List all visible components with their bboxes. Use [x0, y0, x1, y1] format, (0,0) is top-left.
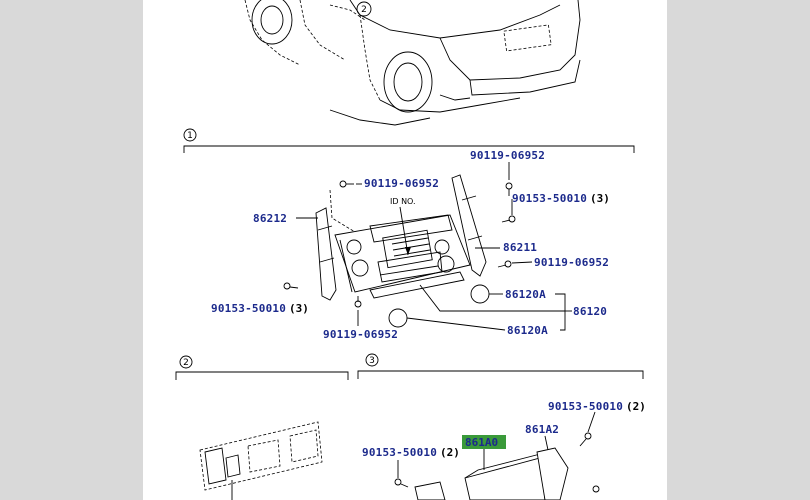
part-number-86211[interactable]: 86211 — [503, 241, 537, 254]
switch-panel — [199, 421, 323, 500]
part-number-90153-50010-right[interactable]: 90153-50010 — [512, 192, 587, 205]
left-bracket-86212 — [315, 207, 337, 301]
section-3: 3 861A0 90153-50010 (2) 861A2 — [357, 353, 646, 500]
part-number-861A0[interactable]: 861A0 — [465, 436, 498, 449]
screw-icon — [394, 432, 600, 493]
quantity-90153-50010-s3-right: (2) — [626, 400, 646, 413]
part-number-90119-06952-left[interactable]: 90119-06952 — [364, 177, 439, 190]
bracket-left — [414, 481, 446, 500]
screw-icon — [283, 180, 516, 308]
vehicle-illustration: 2 — [244, 0, 581, 126]
section-1-number: 1 — [187, 131, 193, 141]
highlight-861A0 — [462, 435, 506, 449]
knob-icon — [388, 284, 490, 328]
part-number-90153-50010-s3-left[interactable]: 90153-50010 — [362, 446, 437, 459]
part-number-90119-06952-top[interactable]: 90119-06952 — [470, 149, 545, 162]
part-number-861A2[interactable]: 861A2 — [525, 423, 559, 436]
part-number-86120A-2[interactable]: 86120A — [507, 324, 548, 337]
part-number-90119-06952-bottom[interactable]: 90119-06952 — [323, 328, 398, 341]
part-number-90153-50010-s3-right[interactable]: 90153-50010 — [548, 400, 623, 413]
quantity-90153-50010-left: (3) — [289, 302, 309, 315]
audio-head-unit — [329, 189, 471, 299]
part-number-90153-50010-left[interactable]: 90153-50010 — [211, 302, 286, 315]
vehicle-callout-2: 2 — [361, 5, 367, 15]
quantity-90153-50010-s3-left: (2) — [440, 446, 460, 459]
part-number-86212[interactable]: 86212 — [253, 212, 287, 225]
quantity-90153-50010-right: (3) — [590, 192, 610, 205]
section-2: 2 — [175, 355, 349, 500]
bracket-861A2 — [536, 447, 569, 500]
part-number-86120A-1[interactable]: 86120A — [505, 288, 546, 301]
part-number-90119-06952-mid[interactable]: 90119-06952 — [534, 256, 609, 269]
id-no-label: ID NO. — [390, 197, 416, 206]
section-1: 1 ID NO. — [183, 128, 635, 341]
right-bracket-86211 — [451, 174, 487, 277]
section-3-number: 3 — [369, 356, 375, 366]
section-2-number: 2 — [183, 358, 189, 368]
part-number-86120[interactable]: 86120 — [573, 305, 607, 318]
